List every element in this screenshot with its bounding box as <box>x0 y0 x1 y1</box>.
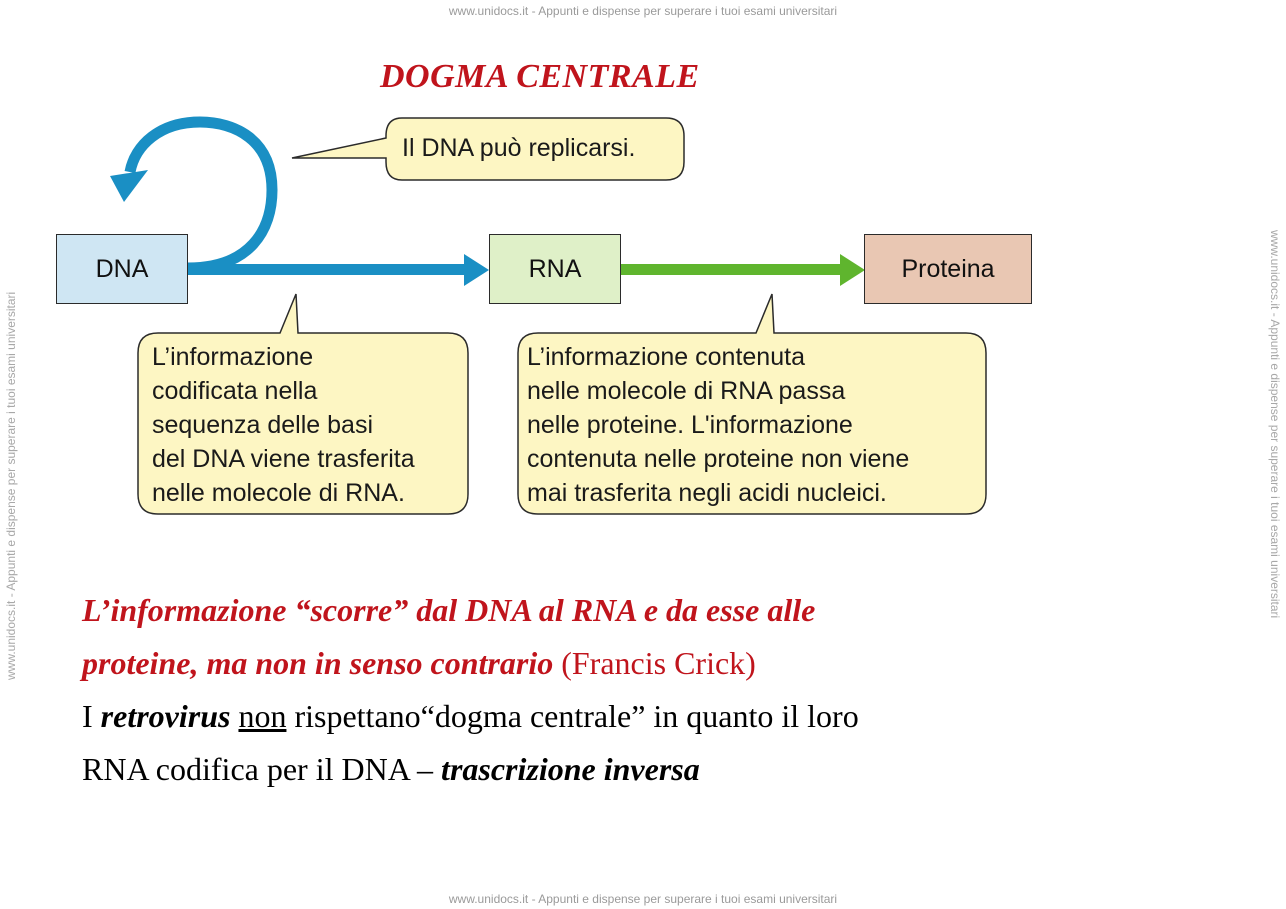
translation-bubble-text: L’informazione contenuta nelle molecole … <box>527 340 909 510</box>
explanation-line-1: L’informazione “scorre” dal DNA al RNA e… <box>82 592 816 628</box>
transcription-line: sequenza delle basi <box>152 411 373 439</box>
translation-line: contenuta nelle proteine non viene <box>527 445 910 473</box>
explanation-line-2-citation: (Francis Crick) <box>553 645 756 681</box>
line3-a: I <box>82 698 101 734</box>
translation-arrow <box>621 264 843 275</box>
translation-line: L’informazione contenuta <box>527 343 805 371</box>
transcription-line: nelle molecole di RNA. <box>152 479 405 507</box>
page-title: DOGMA CENTRALE <box>380 58 700 95</box>
dna-box: DNA <box>56 234 188 304</box>
explanation-text: L’informazione “scorre” dal DNA al RNA e… <box>82 584 859 796</box>
transcription-line: L’informazione <box>152 343 314 371</box>
translation-bubble <box>517 293 987 515</box>
transcription-arrow <box>188 264 468 275</box>
explanation-line-2-italic: proteine, ma non in senso contrario <box>82 645 554 681</box>
protein-box: Proteina <box>864 234 1032 304</box>
transcription-line: del DNA viene trasferita <box>152 445 415 473</box>
transcription-arrow-head <box>464 254 489 286</box>
explanation-line-3: I retrovirus non rispettano“dogma centra… <box>82 690 859 743</box>
line3-retrovirus: retrovirus <box>100 698 231 734</box>
replication-bubble <box>291 117 685 181</box>
watermark-bottom: www.unidocs.it - Appunti e dispense per … <box>448 892 838 906</box>
translation-line: mai trasferita negli acidi nucleici. <box>527 479 887 507</box>
explanation-line-2: proteine, ma non in senso contrario (Fra… <box>82 637 859 690</box>
line3-rest: rispettano“dogma centrale” in quanto il … <box>286 698 859 734</box>
translation-line: nelle proteine. L'informazione <box>527 411 853 439</box>
transcription-line: codificata nella <box>152 377 318 405</box>
rna-box: RNA <box>489 234 621 304</box>
replication-arrow-head <box>110 170 148 202</box>
replication-arrow <box>124 116 278 274</box>
translation-line: nelle molecole di RNA passa <box>527 377 846 405</box>
transcription-bubble <box>137 293 469 515</box>
line3-non: non <box>238 698 287 734</box>
watermark-top: www.unidocs.it - Appunti e dispense per … <box>448 4 838 18</box>
transcription-bubble-text: L’informazione codificata nella sequenza… <box>152 340 415 510</box>
line4-a: RNA codifica per il DNA – <box>82 751 442 787</box>
translation-arrow-head <box>840 254 865 286</box>
replication-bubble-text: Il DNA può replicarsi. <box>402 134 636 162</box>
line4-reverse-transcription: trascrizione inversa <box>441 751 700 787</box>
explanation-line-4: RNA codifica per il DNA – trascrizione i… <box>82 743 859 796</box>
